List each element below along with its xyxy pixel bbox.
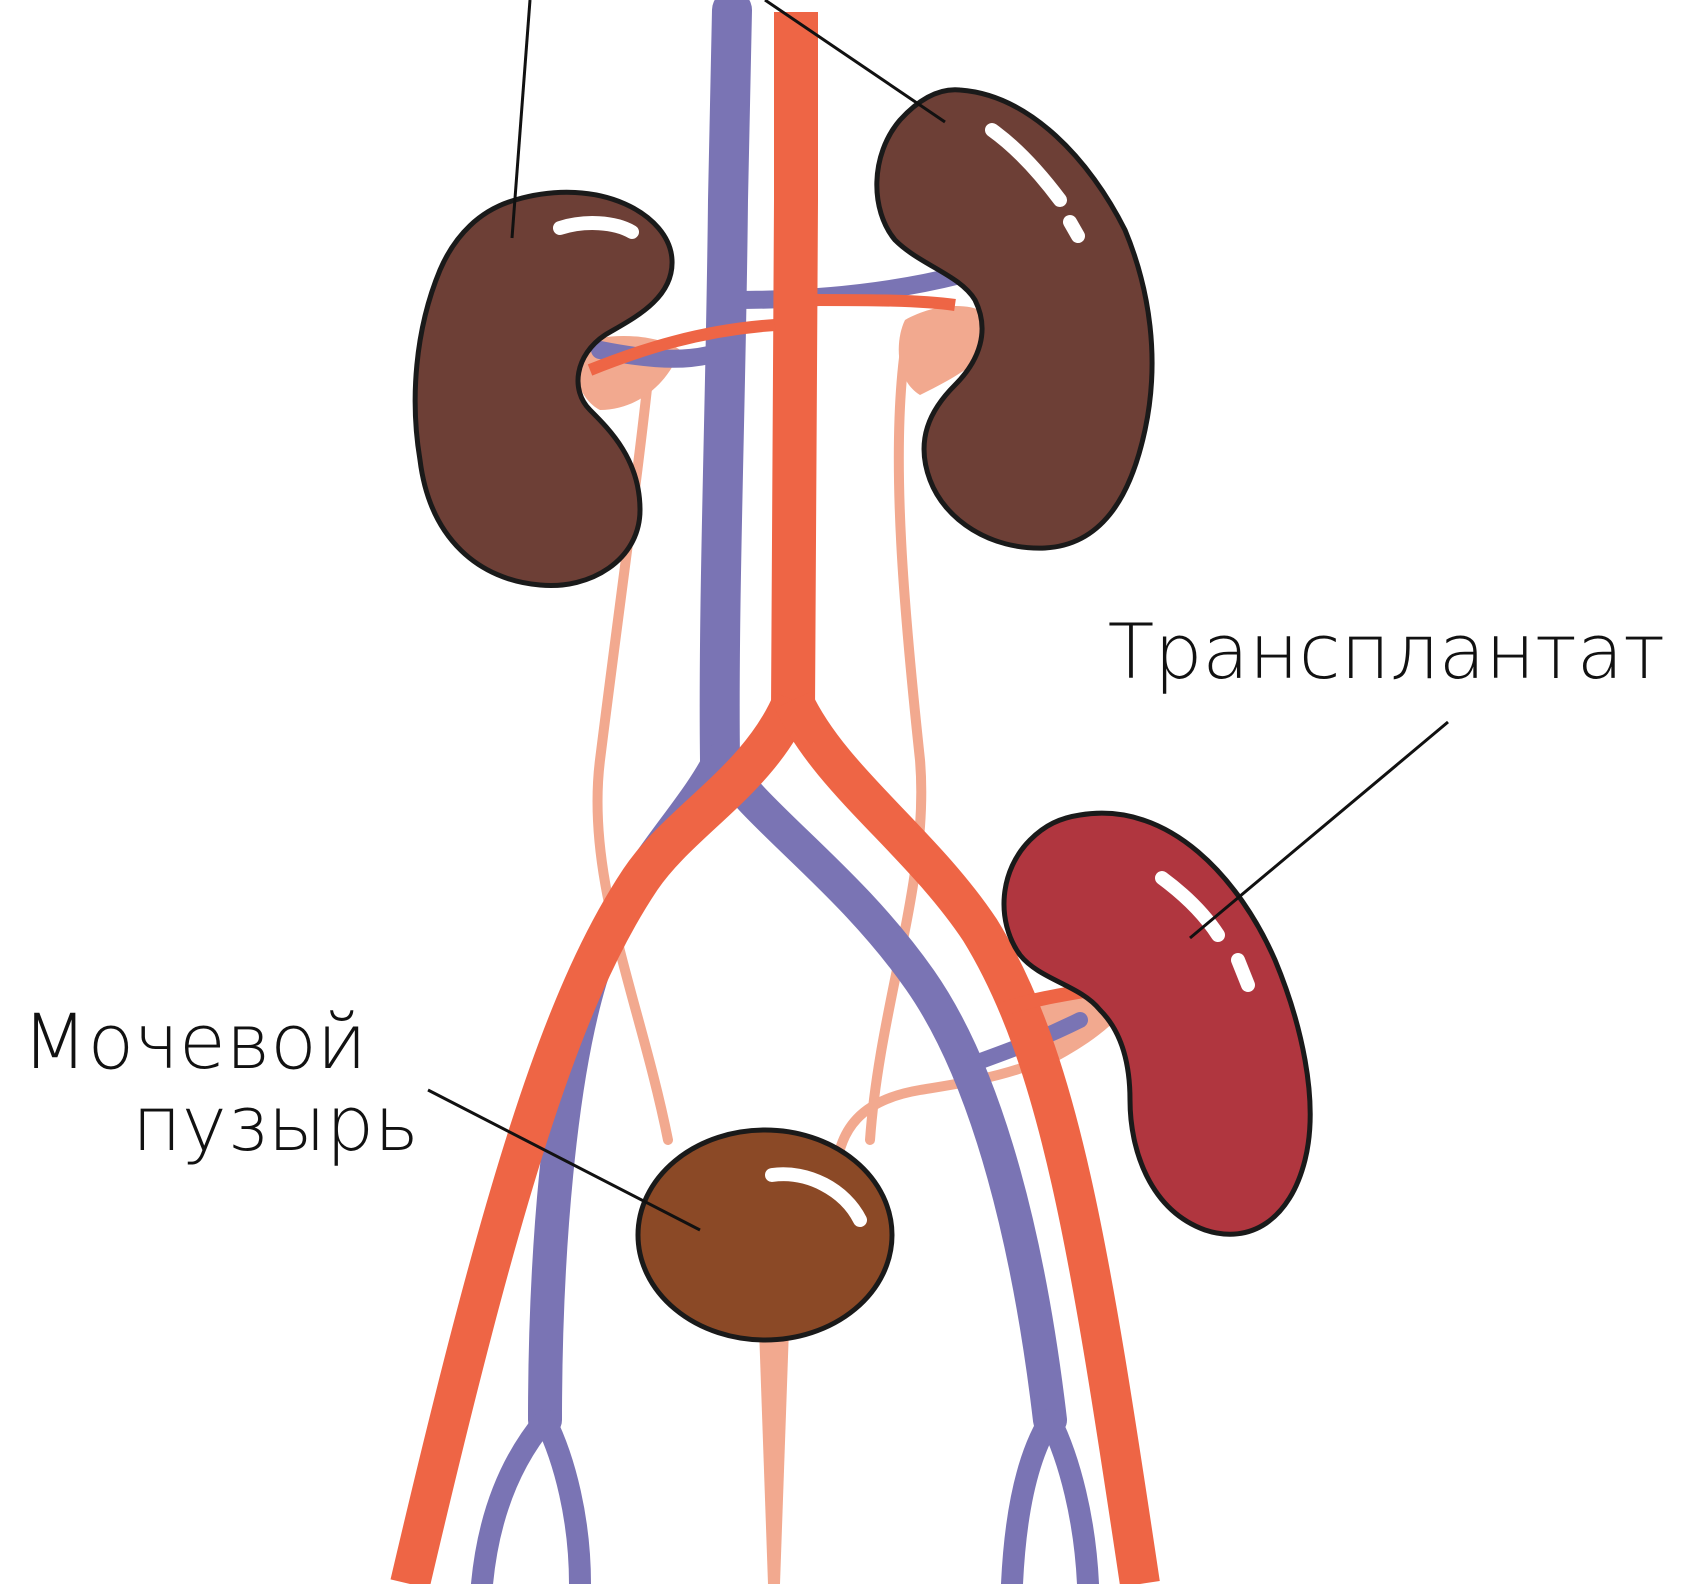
vena-cava [720, 10, 732, 760]
bladder-label-line1: Мочевой [22, 997, 367, 1086]
bladder-group [638, 1130, 892, 1340]
right-ureter [870, 350, 921, 1140]
left-femoral-vein-outer [482, 1420, 545, 1584]
bladder [638, 1130, 892, 1340]
transplant-label: Трансплантат [1108, 607, 1665, 696]
transplant-kidney-highlight-dot [1238, 960, 1248, 985]
right-femoral-vein-inner [1050, 1420, 1088, 1584]
bladder-label-line2: пузырь [132, 1079, 419, 1168]
right-femoral-vein-outer [1012, 1420, 1050, 1584]
urethra [758, 1300, 790, 1584]
transplant-leader [1190, 722, 1448, 938]
right-renal-artery [815, 300, 955, 305]
aorta [793, 12, 796, 710]
right-kidney-highlight-dot [1070, 222, 1078, 236]
left-femoral-vein-inner [545, 1420, 580, 1584]
